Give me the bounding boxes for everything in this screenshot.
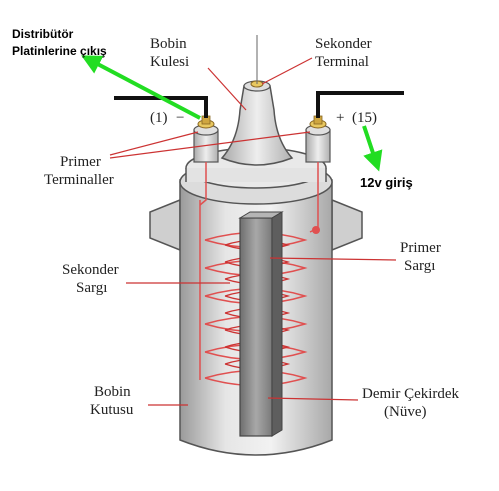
leader-lines (109, 57, 397, 406)
leader-coil-tower (207, 67, 247, 111)
windings (199, 162, 320, 437)
wire-terminal-1 (114, 96, 208, 118)
primary-terminal-right (305, 115, 331, 163)
green-arrows (81, 55, 383, 172)
label-distributor-line1: Distribütör (12, 27, 74, 41)
wire-terminal-15 (316, 91, 404, 118)
label-secondary-terminal-line2: Terminal (315, 54, 369, 70)
label-coil-case-line1: Bobin (94, 384, 131, 400)
primary-terminal-left (193, 115, 219, 163)
coil-tower (220, 85, 294, 166)
primary-internal-lead (199, 162, 207, 206)
label-minus-sign: − (176, 110, 184, 126)
label-secondary-winding-line1: Sekonder (62, 262, 119, 278)
secondary-winding (199, 200, 308, 387)
label-primary-terminals-line2: Terminaller (44, 172, 114, 188)
label-coil-tower-line2: Kulesi (150, 54, 189, 70)
leader-primary-terminal-right (109, 131, 311, 159)
label-secondary-winding-line2: Sargı (76, 280, 107, 296)
arrow-distributor-output (81, 55, 201, 120)
label-coil-case-line2: Kutusu (90, 402, 134, 418)
label-iron-core-line1: Demir Çekirdek (362, 386, 460, 402)
label-secondary-terminal-line1: Sekonder (315, 36, 372, 52)
leader-primary-winding (269, 257, 397, 261)
label-terminal-15: (15) (352, 110, 377, 126)
left-bracket (149, 198, 181, 252)
labels: Distribütör Platinlerine çıkış Bobin Kul… (12, 27, 460, 420)
label-primary-terminals-line1: Primer (60, 154, 101, 170)
leader-primary-terminal-left (109, 131, 199, 156)
label-distributor-line2: Platinlerine çıkış (12, 44, 107, 58)
label-coil-tower-line1: Bobin (150, 36, 187, 52)
label-primary-winding-line2: Sargı (404, 258, 435, 274)
primary-winding (224, 239, 291, 370)
right-bracket (331, 198, 363, 252)
iron-core (239, 217, 273, 437)
leader-secondary-terminal (261, 57, 313, 85)
label-plus-sign: + (336, 110, 344, 126)
label-terminal-1: (1) (150, 110, 168, 126)
arrow-12v-input (362, 125, 383, 172)
label-iron-core-line2: (Nüve) (384, 404, 426, 420)
leader-iron-core (267, 397, 359, 401)
label-primary-winding-line1: Primer (400, 240, 441, 256)
label-12v-input: 12v giriş (360, 175, 413, 190)
